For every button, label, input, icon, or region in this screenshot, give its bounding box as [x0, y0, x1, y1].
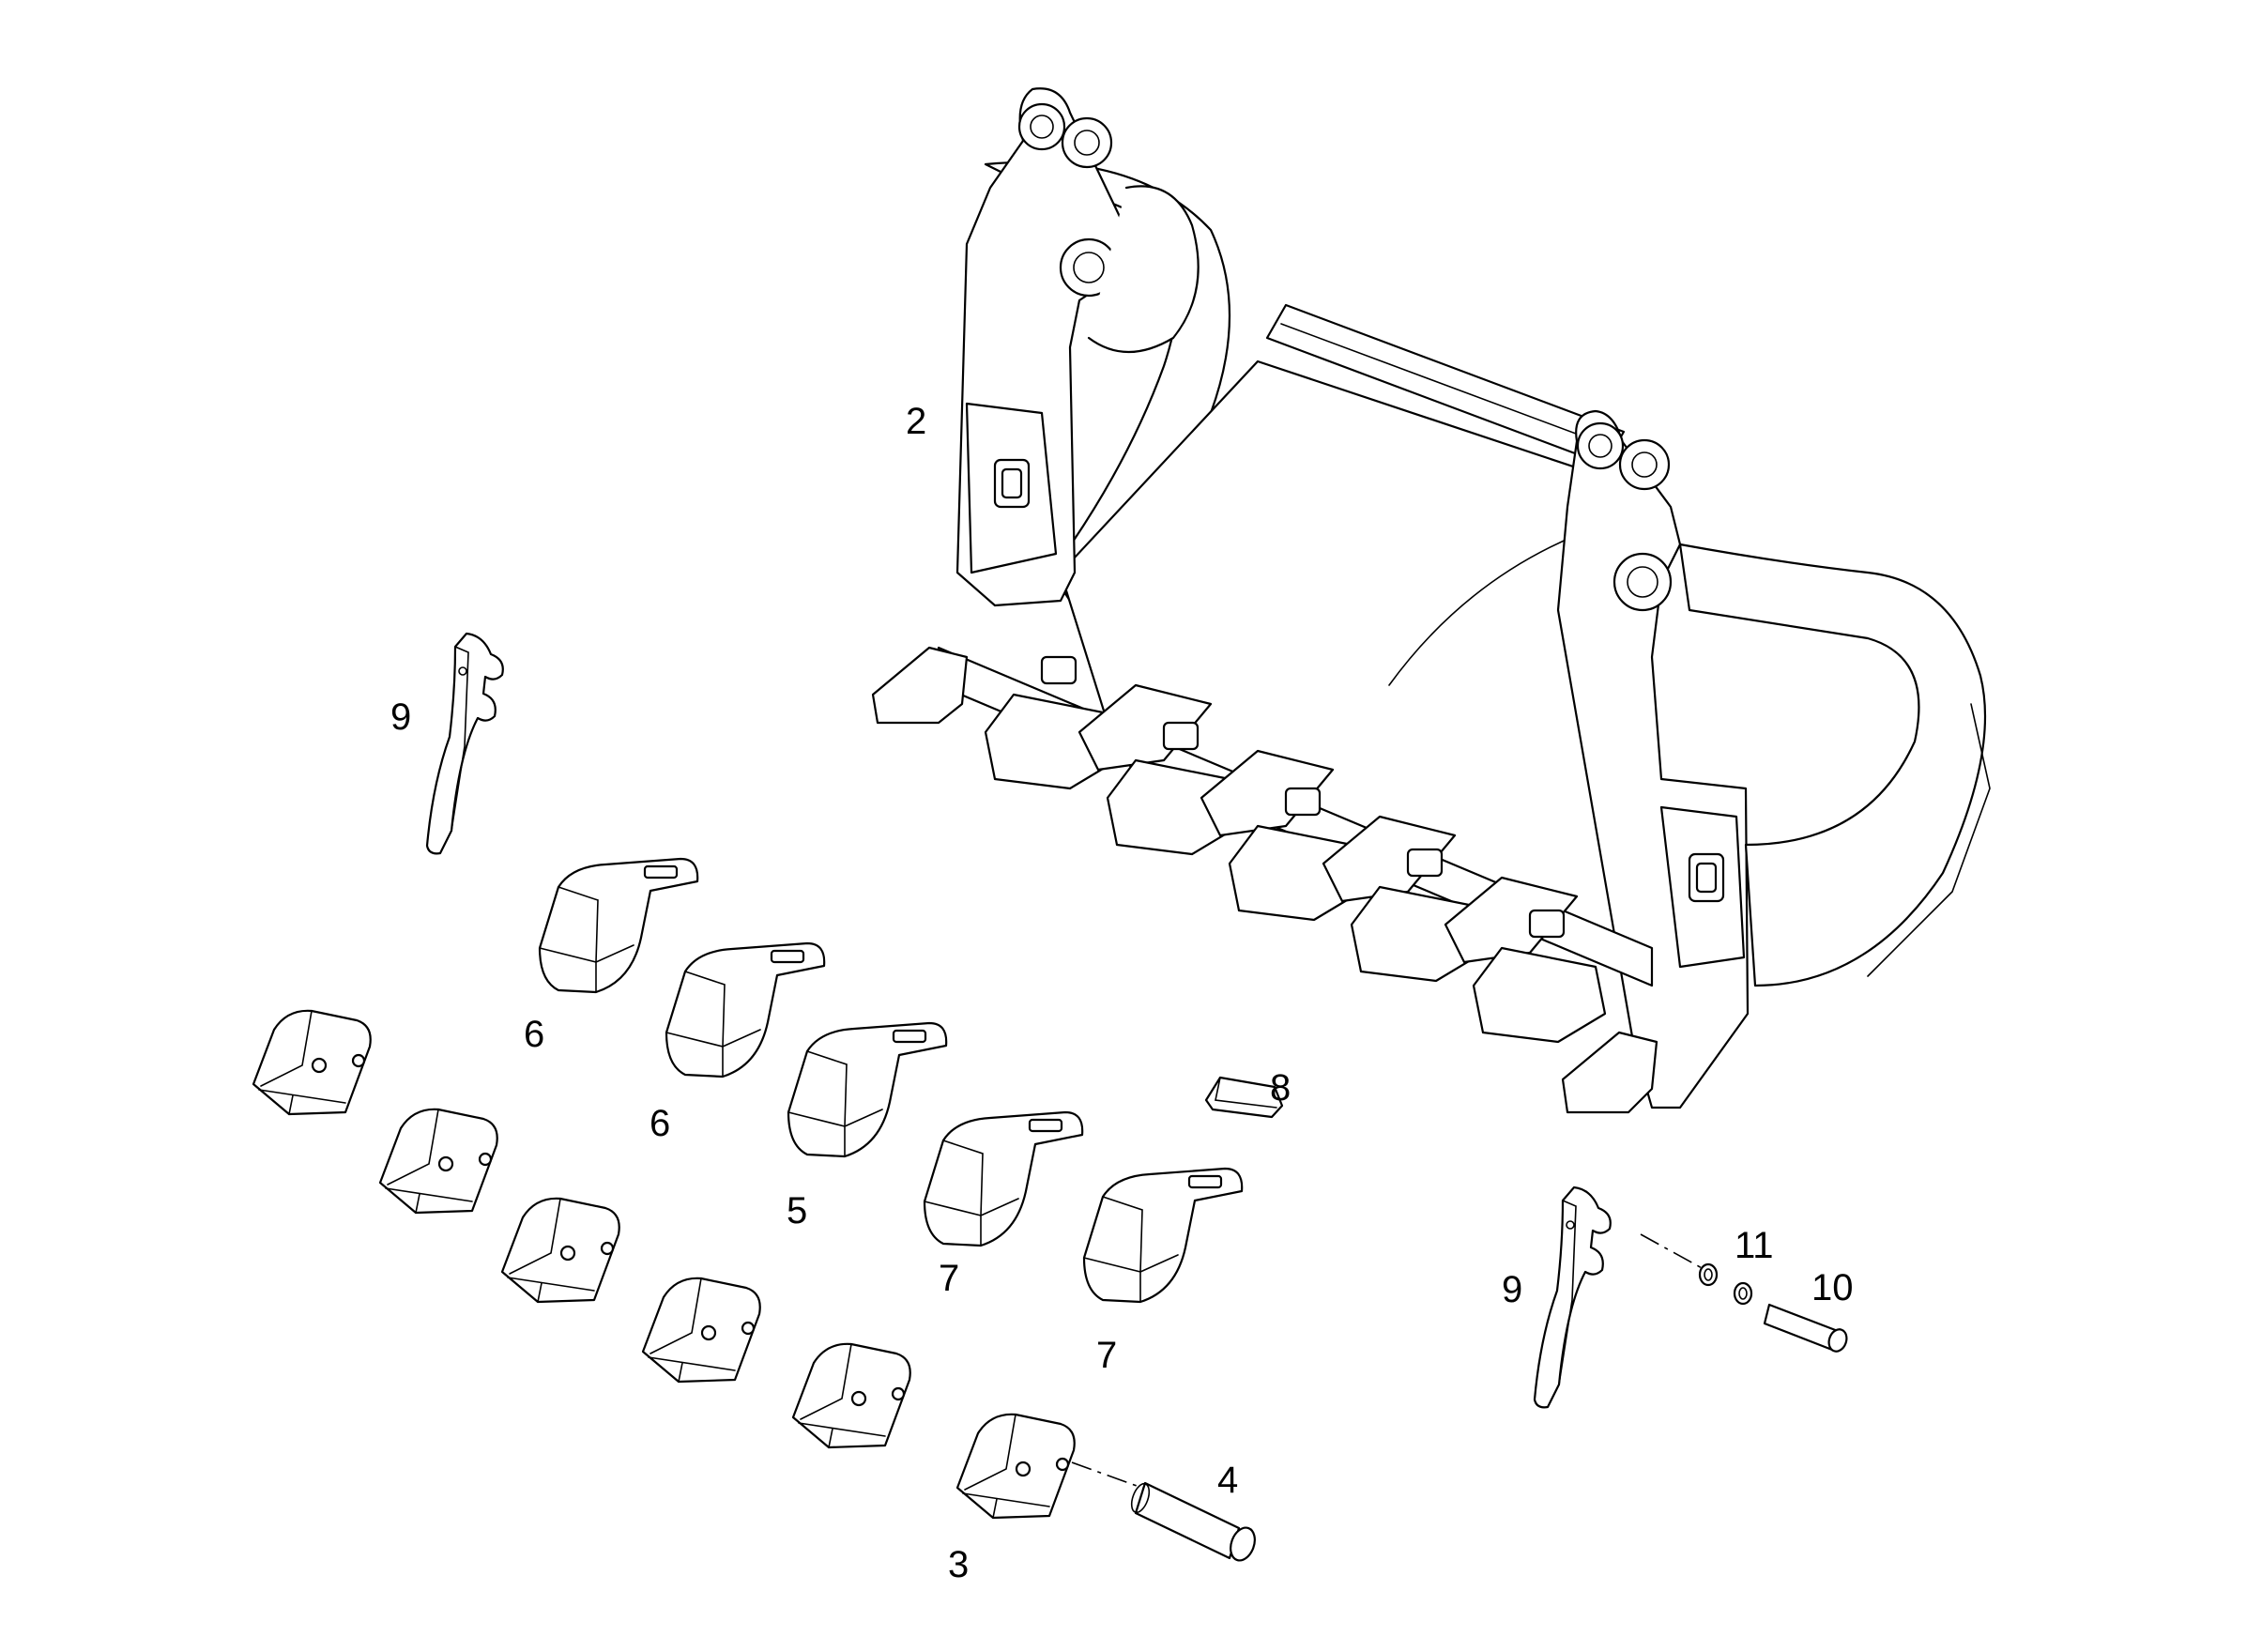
callout-11: 11 — [1735, 1225, 1774, 1266]
callout-4: 4 — [1217, 1460, 1238, 1501]
adapter-6-a — [538, 857, 699, 994]
tooth-5 — [791, 1342, 911, 1449]
right-hinge-boss-2 — [1618, 438, 1671, 491]
adapter-6-b — [665, 941, 826, 1078]
retainer-pin — [1763, 1303, 1840, 1352]
callout-9-right: 9 — [1502, 1269, 1522, 1310]
callout-7-b: 7 — [1096, 1335, 1117, 1376]
adapter-7-b — [1082, 1167, 1244, 1304]
callout-2: 2 — [906, 401, 926, 442]
adapter-5 — [787, 1021, 948, 1158]
tooth-pin — [1071, 1461, 1256, 1562]
left-hinge-boss-1 — [1017, 102, 1066, 151]
callout-6-a: 6 — [524, 1014, 544, 1055]
tooth-4 — [641, 1277, 761, 1384]
tooth-1 — [252, 1009, 372, 1116]
bucket-right-shell — [1678, 543, 1987, 987]
tooth-2 — [378, 1108, 498, 1215]
adapter-7-a — [923, 1110, 1084, 1247]
tooth-3 — [500, 1197, 620, 1304]
right-hinge-boss-3 — [1612, 552, 1673, 612]
retainer-ring-1 — [1698, 1262, 1719, 1287]
shroud-retainer-assembly — [1640, 1233, 1848, 1353]
callout-10: 10 — [1811, 1267, 1854, 1308]
callout-9-left: 9 — [390, 696, 411, 738]
callout-8: 8 — [1270, 1067, 1291, 1109]
callout-3: 3 — [948, 1544, 969, 1585]
callout-7-a: 7 — [939, 1258, 959, 1299]
left-corner-adapter — [871, 646, 969, 725]
callout-labels: 2 9 6 6 5 8 7 7 9 11 10 4 3 — [390, 401, 1854, 1585]
left-hinge-boss-2 — [1061, 116, 1113, 169]
right-corner-adapter — [1561, 1031, 1658, 1114]
callout-6-b: 6 — [650, 1103, 670, 1144]
retainer-ring-2 — [1733, 1281, 1753, 1306]
side-shroud-left — [425, 632, 504, 855]
tooth-6 — [955, 1413, 1076, 1520]
side-shroud-right — [1533, 1185, 1612, 1409]
callout-5: 5 — [787, 1190, 807, 1231]
wedge-part-8 — [1204, 1076, 1284, 1119]
cutting-edge-adapters — [984, 655, 1607, 1044]
right-hinge-boss-1 — [1576, 421, 1625, 470]
